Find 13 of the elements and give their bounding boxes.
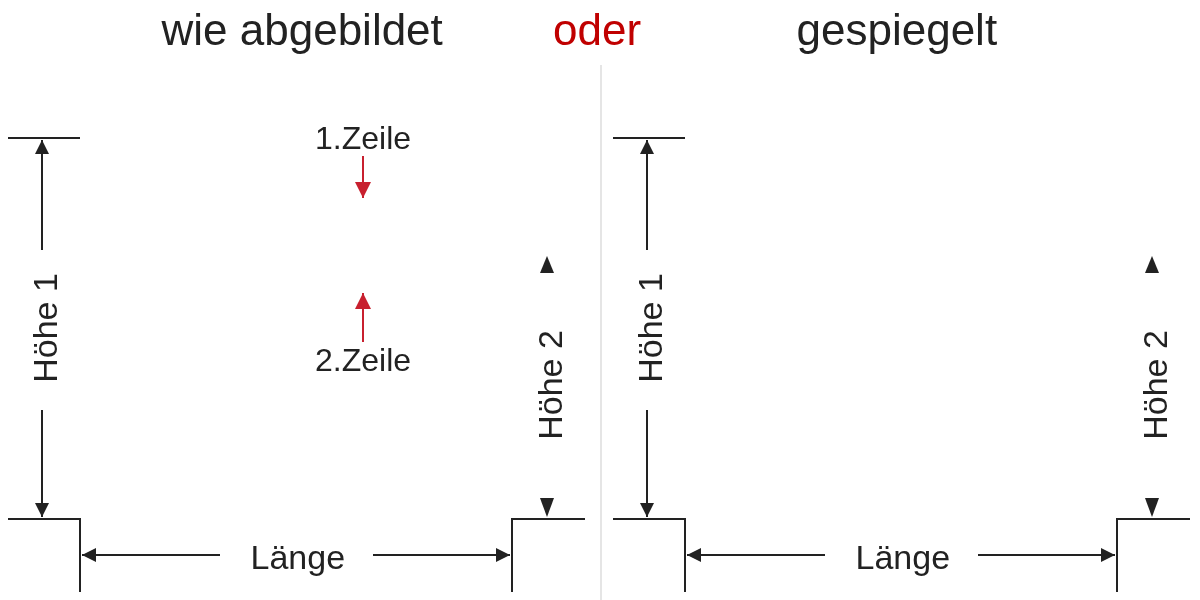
heading-text: gespiegelt <box>796 8 998 52</box>
dimension-label: Höhe 1 <box>27 273 62 383</box>
line-label: 2.Zeile <box>315 344 412 376</box>
dimension-label: Länge <box>855 540 951 574</box>
dimension-label: Höhe 2 <box>1137 330 1172 440</box>
heading-text: oder <box>553 8 642 52</box>
dimension-label: Höhe 1 <box>632 273 667 383</box>
leader-arrow <box>355 292 371 343</box>
leader-arrow <box>355 155 371 199</box>
dimension-label: Höhe 2 <box>532 330 567 440</box>
line-label: 1.Zeile <box>315 122 412 154</box>
heading-text: wie abgebildet <box>161 8 443 52</box>
dimension-label: Länge <box>250 540 346 574</box>
